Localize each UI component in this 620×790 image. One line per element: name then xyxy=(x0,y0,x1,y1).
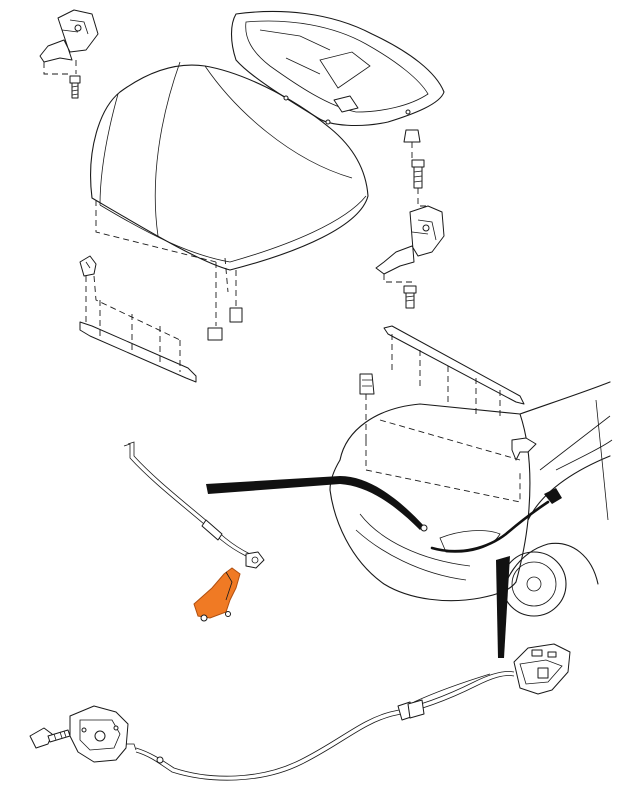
cable-routing-pointer xyxy=(206,476,428,532)
hood-release-handle xyxy=(513,643,571,695)
release-cable-inside-car xyxy=(430,488,562,658)
right-hinge-lower-bolt xyxy=(403,285,417,309)
right-hinge-upper-bolt xyxy=(411,159,430,207)
lower-release-cable xyxy=(135,671,515,781)
left-hinge-bolt xyxy=(69,75,81,99)
hood-latch-bolt xyxy=(29,727,71,749)
car-front-body xyxy=(329,381,613,613)
hood-panel xyxy=(90,61,369,293)
hood-seal-strip-left xyxy=(79,300,197,383)
right-hood-hinge xyxy=(375,205,445,283)
hood-latch-assembly xyxy=(69,705,137,763)
hood-seal-strip-right xyxy=(383,325,525,420)
front-wheel xyxy=(501,551,567,617)
hood-stopper xyxy=(359,373,375,440)
right-hood-striker xyxy=(511,437,537,461)
hood-striker xyxy=(79,255,181,341)
hood-inner-frame xyxy=(230,10,445,126)
left-hood-hinge xyxy=(39,9,99,75)
hood-release-lever xyxy=(193,567,241,622)
hood-release-cable xyxy=(123,441,265,569)
hood-bumper-top xyxy=(403,129,421,160)
hood-rubber-bumpers xyxy=(207,262,243,341)
